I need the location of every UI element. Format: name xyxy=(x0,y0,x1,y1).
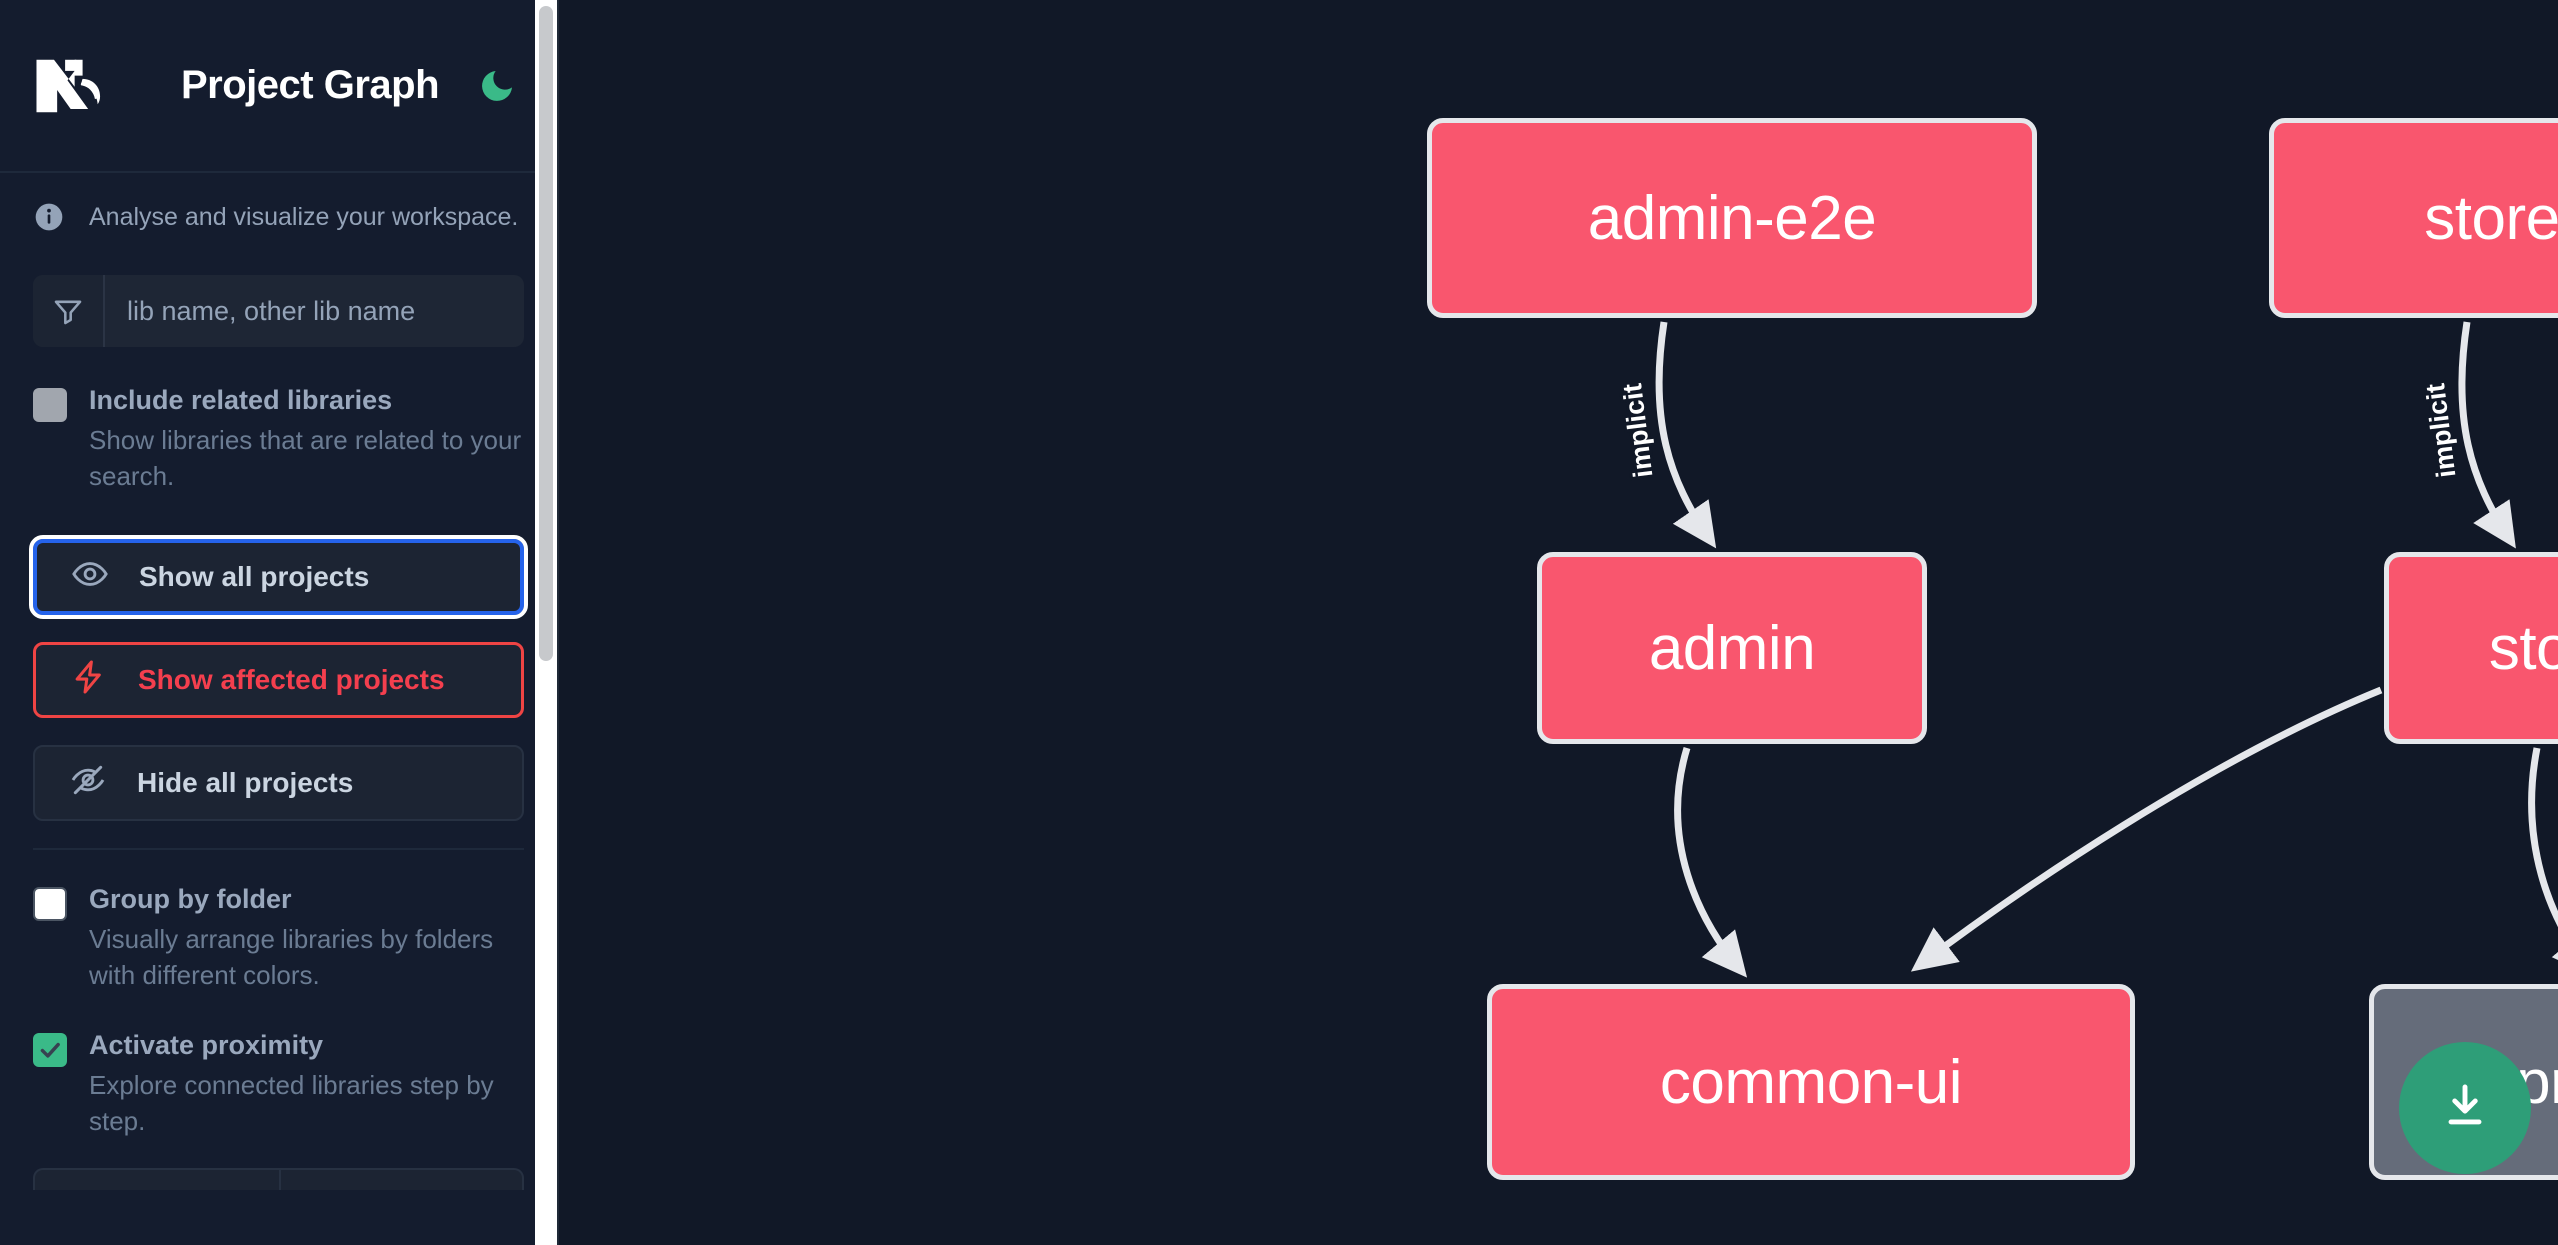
show-affected-projects-label: Show affected projects xyxy=(138,663,445,695)
graph-edges xyxy=(1655,321,2558,978)
activate-proximity-label: Activate proximity xyxy=(89,1029,324,1060)
sidebar-scrollbar-thumb[interactable] xyxy=(539,6,553,661)
node-label: store xyxy=(2488,613,2558,683)
sidebar: Project Graph Analyse and visualize your… xyxy=(0,0,559,1245)
checkbox-row-include-related-libraries[interactable]: Include related libraries Show libraries… xyxy=(33,383,524,495)
show-affected-projects-button[interactable]: Show affected projects xyxy=(33,641,524,718)
moon-icon[interactable] xyxy=(475,64,519,108)
graph-node-admin[interactable]: admin xyxy=(1537,552,1927,744)
include-related-libraries-description: Show libraries that are related to your … xyxy=(89,425,522,491)
hide-all-projects-label: Hide all projects xyxy=(137,766,354,798)
sidebar-bottom-control-partial[interactable] xyxy=(33,1167,524,1190)
node-label: store-e2e xyxy=(2424,183,2558,253)
eye-off-icon xyxy=(69,761,107,804)
group-by-folder-checkbox[interactable] xyxy=(33,886,67,921)
graph-node-admin-e2e[interactable]: admin-e2e xyxy=(1427,118,2037,318)
graph-node-common-ui[interactable]: common-ui xyxy=(1487,984,2135,1180)
node-label: common-ui xyxy=(1659,1047,1963,1117)
sidebar-info: Analyse and visualize your workspace. xyxy=(0,173,557,261)
download-icon xyxy=(2437,1079,2493,1138)
graph-node-store-e2e[interactable]: store-e2e xyxy=(2269,118,2558,318)
project-graph-canvas[interactable]: admin-e2e store-e2e admin store common-u… xyxy=(559,0,2558,1245)
check-icon xyxy=(40,1042,60,1058)
download-image-button[interactable] xyxy=(2399,1042,2531,1174)
checkbox-row-activate-proximity[interactable]: Activate proximity Explore connected lib… xyxy=(33,1028,524,1140)
sidebar-scrollbar-track[interactable] xyxy=(535,0,557,1245)
include-related-libraries-label: Include related libraries xyxy=(89,385,393,415)
info-circle-icon xyxy=(33,201,65,233)
lightning-icon xyxy=(70,658,108,701)
show-all-projects-label: Show all projects xyxy=(139,560,370,592)
activate-proximity-description: Explore connected libraries step by step… xyxy=(89,1069,494,1136)
show-all-projects-button[interactable]: Show all projects xyxy=(29,534,528,619)
search-input[interactable] xyxy=(105,275,524,347)
sidebar-divider xyxy=(33,847,524,850)
checkbox-texts: Group by folder Visually arrange librari… xyxy=(89,882,524,994)
hide-all-projects-button[interactable]: Hide all projects xyxy=(33,744,524,821)
page-title: Project Graph xyxy=(181,63,440,107)
sidebar-header: Project Graph xyxy=(0,0,557,173)
eye-icon xyxy=(71,555,109,598)
group-by-folder-label: Group by folder xyxy=(89,883,292,914)
search-field[interactable] xyxy=(33,275,524,347)
filter-icon xyxy=(33,275,105,347)
checkbox-row-group-by-folder[interactable]: Group by folder Visually arrange librari… xyxy=(33,882,524,994)
sidebar-action-buttons: Show all projects Show affected projects xyxy=(29,534,528,821)
group-by-folder-description: Visually arrange libraries by folders wi… xyxy=(89,923,494,990)
nx-logo-icon xyxy=(33,55,129,117)
checkbox-texts: Activate proximity Explore connected lib… xyxy=(89,1028,524,1140)
node-label: admin-e2e xyxy=(1587,183,1877,253)
activate-proximity-checkbox[interactable] xyxy=(33,1032,67,1067)
sidebar-body: Include related libraries Show libraries… xyxy=(0,275,557,1140)
sidebar-info-text: Analyse and visualize your workspace. xyxy=(89,202,519,231)
node-label: admin xyxy=(1648,613,1816,683)
include-related-libraries-checkbox[interactable] xyxy=(33,388,67,422)
graph-node-store[interactable]: store xyxy=(2384,552,2558,744)
checkbox-texts: Include related libraries Show libraries… xyxy=(89,383,524,495)
